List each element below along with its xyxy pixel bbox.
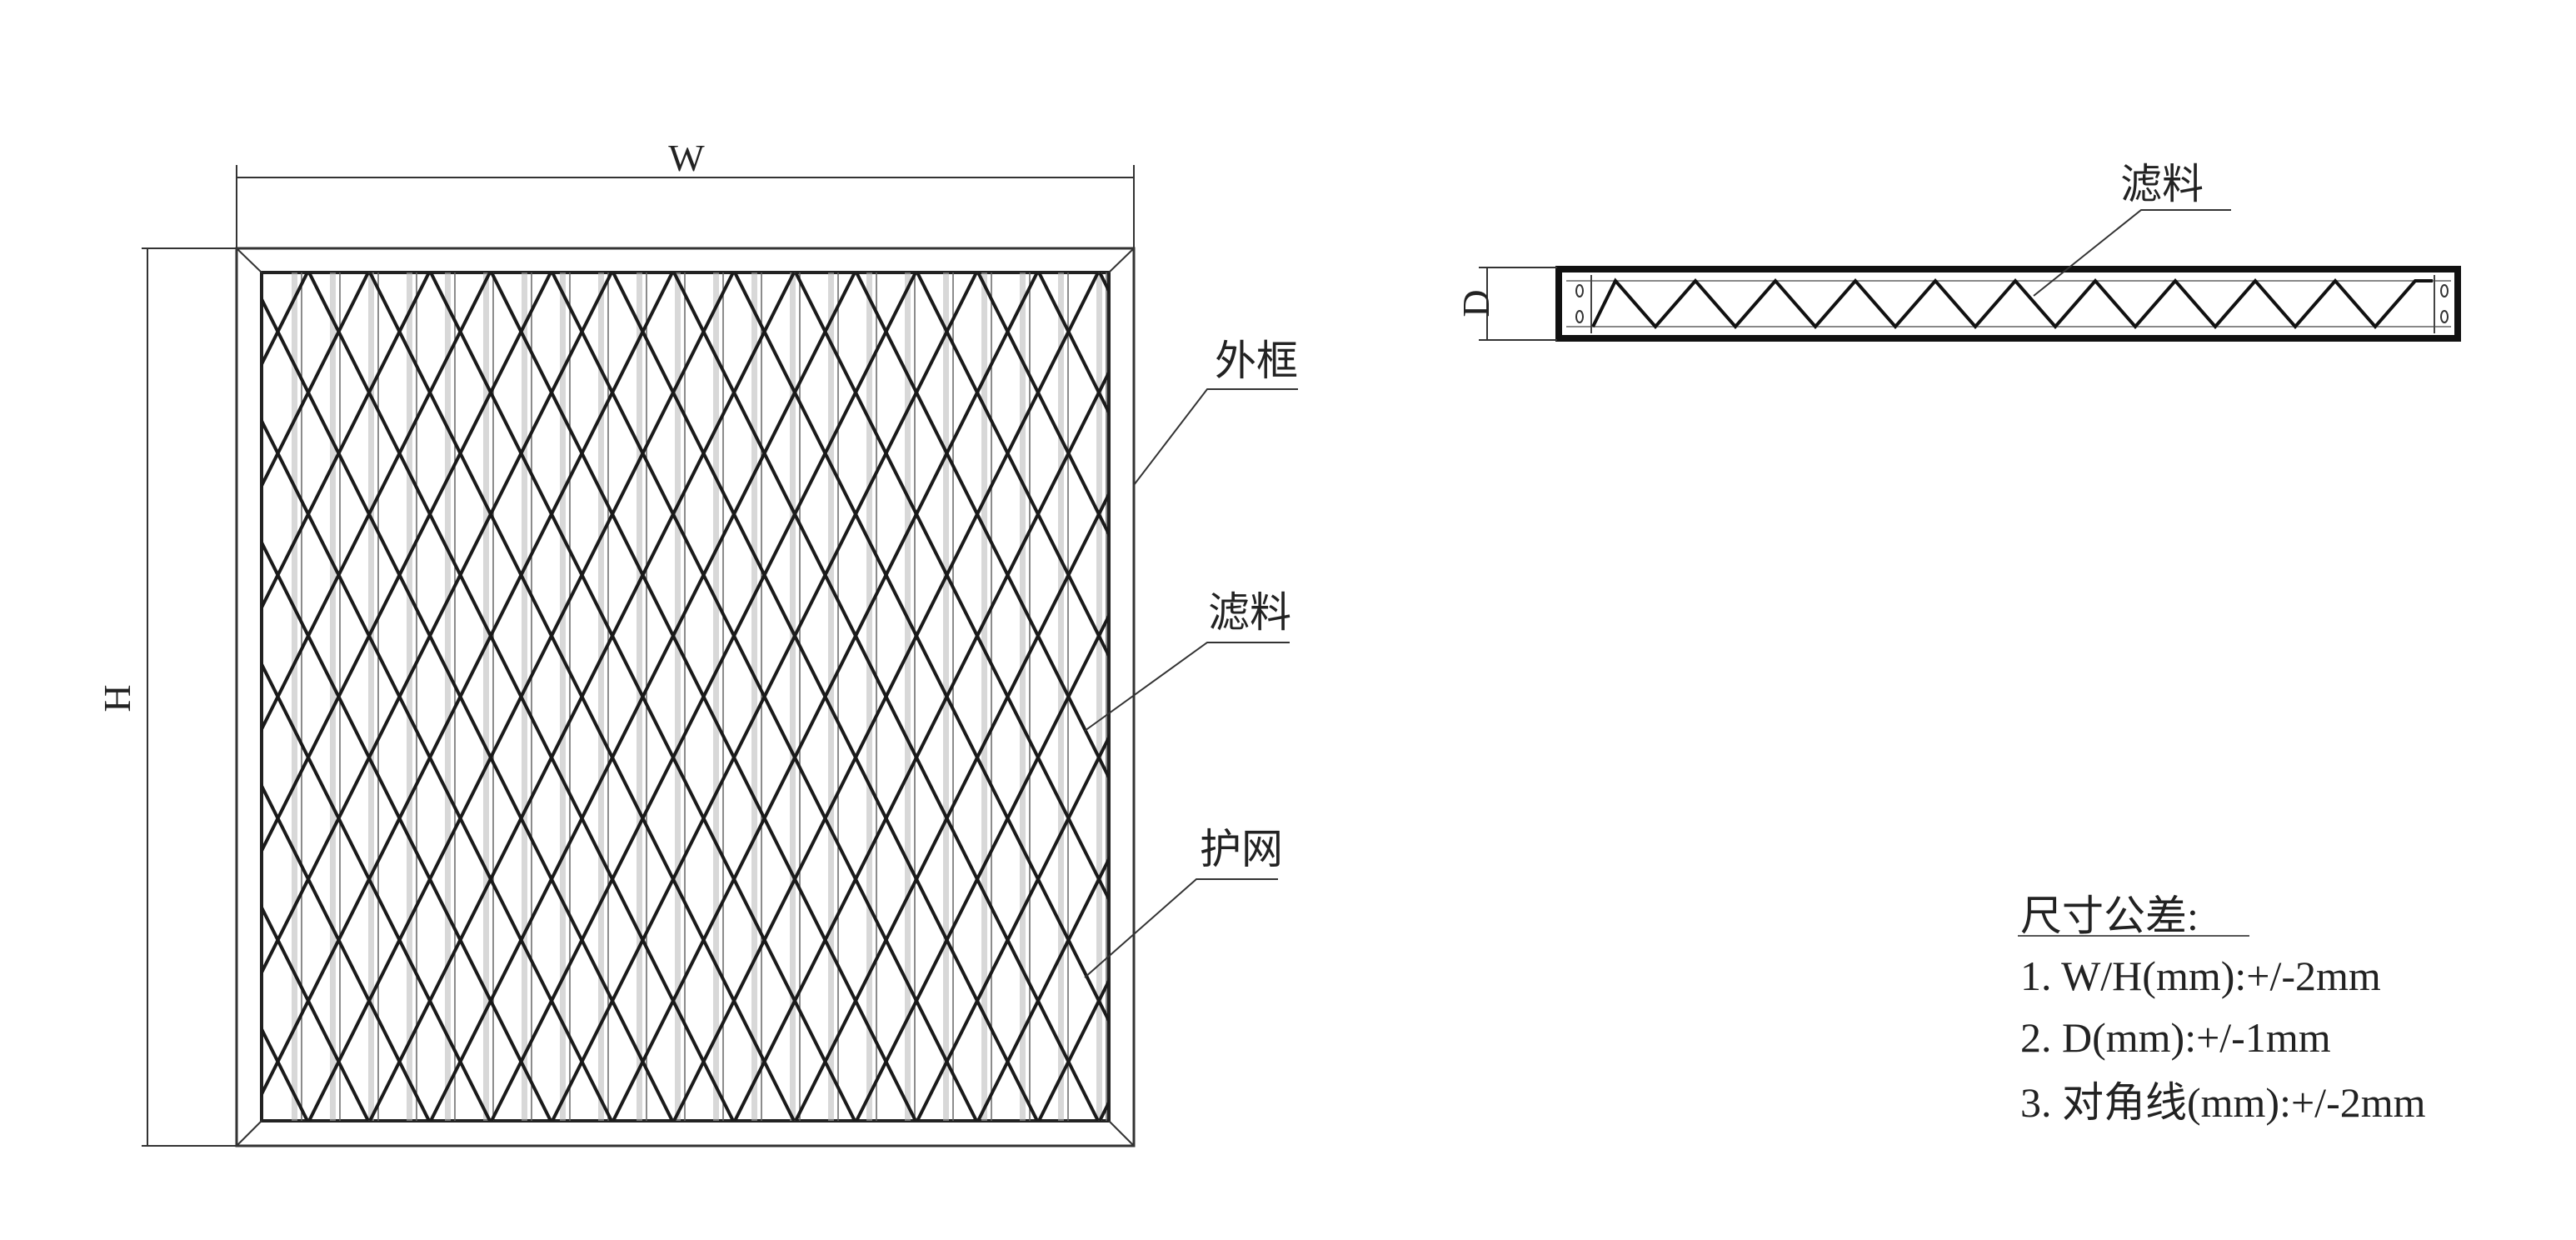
pleat [866, 272, 872, 1121]
side-frame [1555, 266, 2461, 342]
side-filter-media-label: 滤料 [2120, 160, 2204, 208]
front-view: W H 外框 滤料 护网 [0, 137, 1585, 1148]
filter-pleats [292, 272, 1107, 1121]
side-filter-media-callout: 滤料 [2033, 160, 2231, 297]
pleat [483, 272, 489, 1121]
mesh-wire [368, 272, 796, 1121]
tolerance-notes: 尺寸公差: 1. W/H(mm):+/-2mm 2. D(mm):+/-1mm … [2018, 892, 2426, 1126]
frame-corners [236, 248, 1135, 1147]
pleat [1058, 272, 1064, 1121]
pleat [598, 272, 604, 1121]
pleat [828, 272, 834, 1121]
mesh-wire [1161, 272, 1585, 1121]
mesh-wire [262, 272, 370, 490]
pleat [905, 272, 911, 1121]
guard-mesh-label: 护网 [1200, 825, 1283, 873]
mesh-wire [262, 272, 674, 1098]
tolerance-item: 1. W/H(mm):+/-2mm [2020, 952, 2381, 999]
mesh-wire [672, 272, 1100, 1121]
filter-media-label: 滤料 [1208, 588, 1291, 637]
filter-media-callout: 滤料 [1084, 588, 1291, 732]
mesh-wire [262, 272, 431, 612]
height-label: H [96, 684, 138, 712]
pleat [981, 272, 987, 1121]
rivet-icons [1575, 284, 2449, 323]
depth-label: D [1455, 289, 1497, 317]
mesh-wire [429, 272, 856, 1121]
pleat [407, 272, 412, 1121]
tolerance-item: 2. D(mm):+/-1mm [2020, 1014, 2331, 1061]
side-view: D 滤料 [1455, 160, 2461, 342]
frame-label: 外框 [1215, 337, 1298, 385]
pleat-zigzag [1591, 278, 2433, 330]
pleat [751, 272, 757, 1121]
tolerance-title: 尺寸公差: [2020, 892, 2199, 939]
mesh-wire [794, 490, 1109, 1121]
mesh-wire [1098, 1098, 1109, 1121]
mesh-wire [262, 782, 431, 1121]
mesh-wire [976, 272, 1109, 538]
depth-dimension [1479, 267, 1557, 341]
mesh-wire [307, 272, 735, 1121]
guard-mesh [0, 272, 1585, 1121]
mesh-wire [855, 612, 1109, 1121]
width-dimension [236, 165, 1135, 248]
mesh-wire [262, 272, 492, 733]
mesh-wire [612, 272, 1039, 1121]
pleat [522, 272, 527, 1121]
mesh-wire [262, 272, 552, 855]
mesh-wire [551, 272, 978, 1121]
pleat [445, 272, 451, 1121]
pleat [713, 272, 719, 1121]
width-label: W [668, 137, 705, 179]
mesh-wire [490, 272, 917, 1121]
pleat [675, 272, 681, 1121]
mesh-wire [916, 272, 1109, 660]
mesh-wire [1098, 272, 1109, 295]
pleat [790, 272, 796, 1121]
mesh-wire [262, 272, 613, 977]
pleat [330, 272, 336, 1121]
pleat [292, 272, 297, 1121]
pleat [637, 272, 642, 1121]
mesh-wire [0, 272, 186, 1121]
mesh-wire [1161, 272, 1585, 1121]
pleat [560, 272, 566, 1121]
mesh-wire [733, 368, 1109, 1121]
mesh-wire [262, 903, 370, 1121]
mesh-wire [0, 272, 186, 1121]
pleat [1096, 272, 1102, 1121]
guard-mesh-callout: 护网 [1084, 825, 1283, 978]
pleat [368, 272, 374, 1121]
height-dimension [142, 248, 237, 1147]
pleat [1020, 272, 1026, 1121]
mesh-wire [976, 855, 1109, 1121]
outer-frame [235, 247, 1136, 1148]
tolerance-item: 3. 对角线(mm):+/-2mm [2020, 1079, 2426, 1126]
mesh-wire [916, 733, 1109, 1121]
frame-callout: 外框 [1133, 337, 1298, 486]
